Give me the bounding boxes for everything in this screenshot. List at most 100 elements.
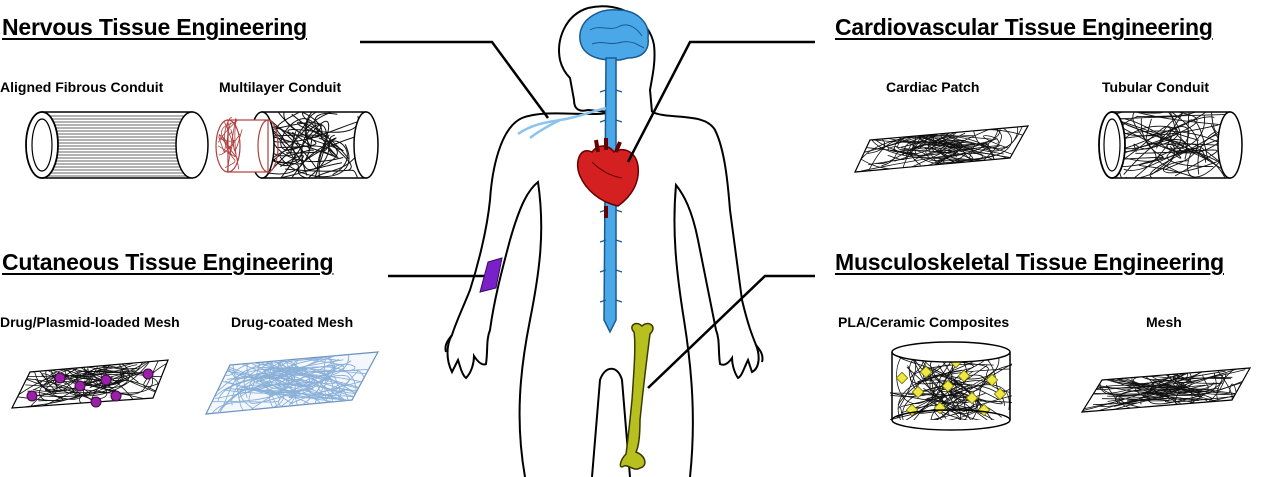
drug-plasmid-loaded-mesh-label: Drug/Plasmid-loaded Mesh (0, 314, 180, 330)
random-fiber (928, 126, 1028, 172)
random-fiber (1225, 383, 1237, 412)
random-fiber (1115, 389, 1239, 409)
random-fiber (348, 112, 353, 113)
random-fiber (25, 369, 150, 408)
random-fiber (896, 352, 935, 404)
coated-fiber (242, 385, 294, 405)
pla-ceramic-composites-label: PLA/Ceramic Composites (838, 314, 1010, 330)
ceramic-particle (977, 403, 991, 417)
random-fiber (938, 166, 990, 172)
random-fiber (285, 168, 359, 178)
random-fiber (1114, 112, 1230, 126)
random-fiber (1123, 148, 1207, 171)
random-fiber (35, 360, 58, 394)
pla-ceramic-composite-icon (890, 341, 1012, 431)
random-fiber (855, 134, 1004, 155)
random-fiber (12, 374, 128, 388)
random-fiber (314, 112, 338, 157)
random-fiber (1173, 368, 1226, 391)
random-fiber (1173, 381, 1223, 389)
coated-fiber (263, 367, 329, 388)
random-fiber (890, 363, 1012, 420)
random-fiber (260, 151, 299, 178)
random-fiber (943, 128, 1026, 159)
random-fiber (1133, 376, 1175, 399)
random-fiber (1133, 132, 1200, 178)
random-fiber (938, 364, 986, 392)
ceramic-particle (985, 373, 999, 387)
random-fiber (918, 126, 1001, 146)
random-fiber (907, 380, 997, 399)
random-fiber (50, 365, 77, 398)
drug-particle (26, 390, 38, 402)
inner-layer-fiber (218, 117, 242, 144)
random-fiber (1082, 368, 1214, 412)
ceramic-particle (895, 371, 909, 385)
inner-layer-fiber (218, 129, 233, 154)
coated-fiber (248, 352, 303, 404)
musculoskeletal-mesh-icon (1080, 367, 1252, 413)
heart-icon (576, 138, 640, 218)
random-fiber (260, 122, 327, 178)
inner-layer-fiber (225, 147, 236, 168)
random-fiber (890, 126, 1002, 171)
random-fiber (973, 126, 1019, 152)
nervous-heading: Nervous Tissue Engineering (2, 14, 307, 40)
random-fiber (932, 352, 954, 415)
random-fiber (1101, 395, 1169, 402)
random-fiber (90, 372, 116, 400)
femur-bone-icon (619, 322, 654, 470)
random-fiber (923, 366, 979, 410)
random-fiber (25, 360, 163, 395)
inner-layer-fiber (218, 121, 220, 137)
random-fiber (1151, 126, 1190, 176)
brain-icon (579, 9, 649, 61)
random-fiber (260, 118, 355, 165)
random-fiber (1133, 112, 1184, 152)
random-fiber (1162, 160, 1217, 174)
random-fiber (1197, 130, 1230, 175)
random-fiber (875, 135, 976, 161)
random-fiber (264, 131, 297, 178)
cardiovascular-heading: Cardiovascular Tissue Engineering (835, 14, 1213, 40)
random-fiber (1126, 112, 1157, 162)
drug-particle (74, 380, 86, 392)
ceramic-particle (957, 369, 971, 383)
random-fiber (1166, 150, 1226, 178)
random-fiber (279, 144, 350, 178)
random-fiber (260, 112, 330, 170)
random-fiber (28, 389, 93, 408)
random-fiber (1136, 113, 1230, 118)
random-fiber (302, 112, 330, 178)
multilayer-conduit-icon (215, 111, 379, 179)
aligned-fibrous-conduit-label: Aligned Fibrous Conduit (0, 79, 164, 95)
random-fiber (1118, 374, 1224, 393)
random-fiber (266, 112, 333, 166)
ceramic-particle (965, 391, 979, 405)
random-fiber (1125, 146, 1176, 178)
random-fiber (914, 128, 946, 165)
random-fiber (1093, 386, 1240, 395)
inner-layer-fiber (218, 133, 241, 156)
cutaneous-heading: Cutaneous Tissue Engineering (2, 249, 334, 275)
random-fiber (305, 112, 319, 150)
tubular-conduit-label: Tubular Conduit (1102, 79, 1210, 95)
drug-particle (54, 372, 66, 384)
random-fiber (277, 112, 323, 138)
drug-particle (110, 390, 122, 402)
multilayer-conduit-label: Multilayer Conduit (219, 79, 342, 95)
ceramic-particle (911, 385, 925, 399)
cardiac-patch-label: Cardiac Patch (886, 79, 980, 95)
ceramic-particle (993, 387, 1007, 401)
coated-fiber (302, 352, 336, 400)
coated-fiber (211, 383, 280, 414)
random-fiber (887, 126, 974, 161)
random-fiber (899, 406, 904, 420)
random-fiber (1135, 149, 1218, 177)
random-fiber (266, 145, 327, 165)
random-fiber (917, 354, 1010, 383)
peripheral-nerve-icon (517, 106, 607, 139)
drug-particle (90, 396, 102, 408)
random-fiber (983, 135, 1009, 149)
